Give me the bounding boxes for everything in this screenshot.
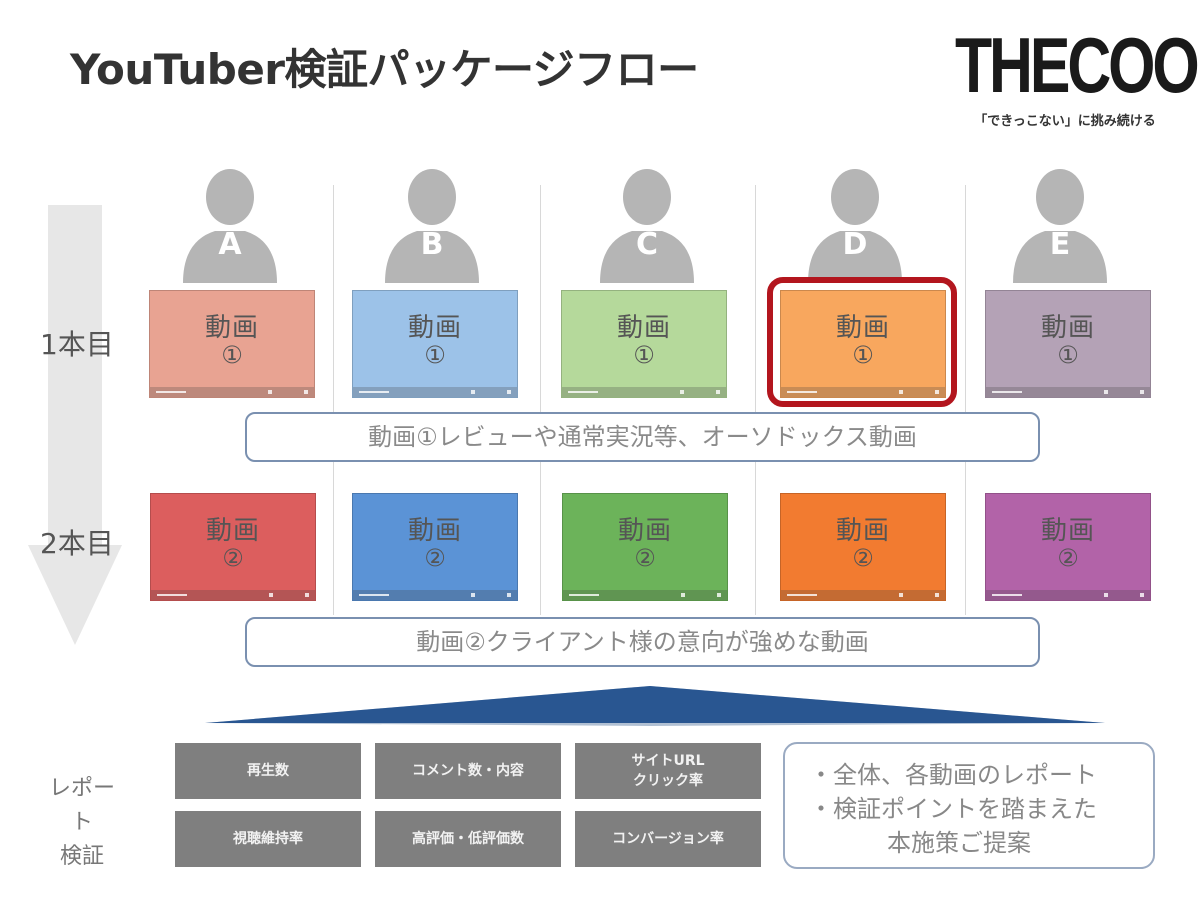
row-label-1: 1本目 <box>40 328 114 361</box>
player-control-bar <box>781 590 945 600</box>
person-letter: C <box>635 227 659 262</box>
player-control-bar <box>563 590 727 600</box>
person-e-icon: E <box>1005 165 1115 283</box>
thecoo-logo: THECOO 「できっこない」に挑み続ける <box>955 21 1200 129</box>
video-title: 動画 <box>616 313 671 343</box>
video-title: 動画 <box>407 516 462 546</box>
video-title: 動画 <box>1040 516 1095 546</box>
pyramid-shape <box>205 686 1105 726</box>
summary-box: ・全体、各動画のレポート ・検証ポイントを踏まえた 本施策ご提案 <box>783 742 1155 869</box>
highlight-ring <box>767 277 957 407</box>
report-label: レポート 検証 <box>42 772 122 874</box>
column-divider <box>755 185 756 615</box>
metric-label: 高評価・低評価数 <box>412 831 524 847</box>
metric-label: コンバージョン率 <box>612 831 724 847</box>
player-control-bar <box>781 387 945 397</box>
row-label-2: 2本目 <box>40 527 114 560</box>
page-title: YouTuber検証パッケージフロー <box>70 45 699 94</box>
person-letter: A <box>218 227 242 262</box>
down-arrow-icon <box>28 205 122 645</box>
player-control-bar <box>562 387 726 397</box>
video-number: ② <box>1057 544 1079 572</box>
video-title: 動画 <box>1040 313 1095 343</box>
video-number: ① <box>633 341 655 369</box>
report-label-line1: レポート <box>48 776 115 835</box>
video-number: ① <box>221 341 243 369</box>
person-d-icon: D <box>800 165 910 283</box>
metric-label: 視聴維持率 <box>233 831 303 847</box>
video-number: ② <box>424 544 446 572</box>
summary-line: ・全体、各動画のレポート <box>809 761 1097 789</box>
player-control-bar <box>986 387 1150 397</box>
logo-tagline: 「できっこない」に挑み続ける <box>974 114 1156 129</box>
player-control-bar <box>353 590 517 600</box>
report-label-line2: 検証 <box>59 844 104 869</box>
player-control-bar <box>150 387 314 397</box>
video-number: ① <box>1057 341 1079 369</box>
metric-label: サイトURL クリック率 <box>631 753 705 789</box>
person-c-icon: C <box>592 165 702 283</box>
person-letter: E <box>1049 227 1071 262</box>
summary-line: ・検証ポイントを踏まえた <box>809 795 1097 823</box>
metric-box: 再生数 <box>175 743 361 799</box>
video-number: ② <box>222 544 244 572</box>
video-title: 動画 <box>407 313 462 343</box>
column-divider <box>540 185 541 615</box>
player-control-bar <box>986 590 1150 600</box>
metric-box: 高評価・低評価数 <box>375 811 561 867</box>
video-number: ① <box>852 341 874 369</box>
player-control-bar <box>353 387 517 397</box>
player-control-bar <box>151 590 315 600</box>
column-divider <box>965 185 966 615</box>
metric-label: コメント数・内容 <box>412 763 524 779</box>
video-title: 動画 <box>835 516 890 546</box>
video-title: 動画 <box>617 516 672 546</box>
person-a-icon: A <box>175 165 285 283</box>
person-letter: B <box>420 227 444 262</box>
metric-label: 再生数 <box>247 763 289 779</box>
person-letter: D <box>842 227 868 262</box>
video-number: ② <box>634 544 656 572</box>
description-box-1: 動画①レビューや通常実況等、オーソドックス動画 <box>245 412 1040 462</box>
video-number: ① <box>424 341 446 369</box>
video-title: 動画 <box>835 313 890 343</box>
metric-box: 視聴維持率 <box>175 811 361 867</box>
video-title: 動画 <box>205 516 260 546</box>
video-title: 動画 <box>204 313 259 343</box>
summary-line: 本施策ご提案 <box>887 829 1031 857</box>
logo-wordmark: THECOO <box>955 21 1200 109</box>
metric-box: サイトURL クリック率 <box>575 743 761 799</box>
description-box-2: 動画②クライアント様の意向が強めな動画 <box>245 617 1040 667</box>
column-divider <box>333 185 334 615</box>
person-b-icon: B <box>377 165 487 283</box>
video-number: ② <box>852 544 874 572</box>
metric-box: コメント数・内容 <box>375 743 561 799</box>
metric-box: コンバージョン率 <box>575 811 761 867</box>
